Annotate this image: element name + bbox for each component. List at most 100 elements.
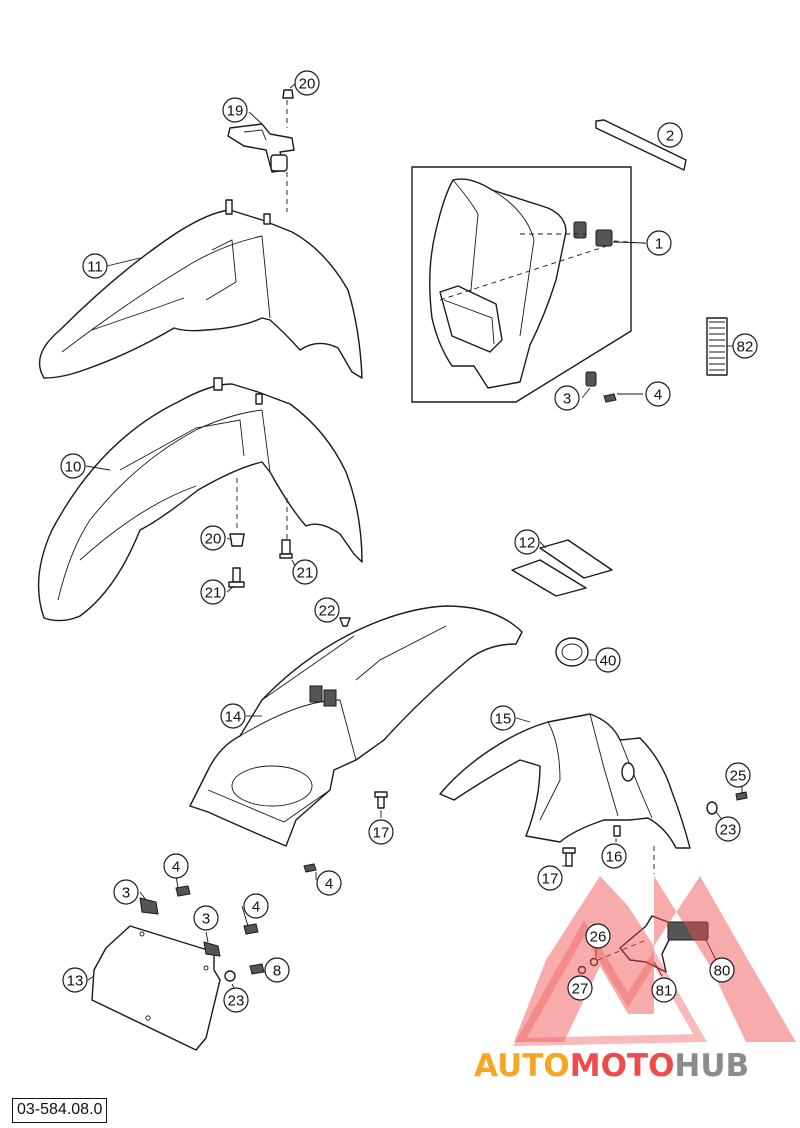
callout-label: 22 — [319, 603, 336, 620]
callout-4: 4 — [645, 381, 671, 407]
callout-17: 17 — [537, 865, 563, 891]
callout-circle — [316, 870, 342, 896]
callout-4: 4 — [243, 893, 269, 919]
callout-19: 19 — [222, 97, 248, 123]
part-15-rear-fender — [439, 713, 691, 849]
callout-label: 20 — [205, 531, 222, 548]
callout-label: 13 — [67, 973, 84, 990]
callout-8: 8 — [264, 957, 290, 983]
part-12-pads — [511, 539, 613, 597]
callout-20: 20 — [200, 525, 226, 551]
callout-label: 4 — [252, 899, 260, 916]
callout-label: 3 — [202, 911, 210, 928]
leader-lines — [85, 83, 743, 989]
callout-27: 27 — [567, 975, 593, 1001]
callout-circle — [554, 385, 580, 411]
part-40-grommet — [555, 637, 589, 667]
bolts-20-21 — [228, 533, 293, 588]
clips-and-screws-13 — [139, 885, 265, 982]
part-20-nut-top — [282, 89, 294, 99]
callout-label: 19 — [227, 103, 244, 120]
part-11-front-fender — [38, 199, 363, 379]
callout-circle — [595, 647, 621, 673]
callout-label: 82 — [737, 339, 754, 356]
callout-13: 13 — [62, 967, 88, 993]
watermark-text: AUTOMOTOHUB — [474, 1048, 749, 1084]
callout-label: 23 — [228, 993, 245, 1010]
automotohub-watermark-logo — [513, 876, 796, 1047]
callout-circle — [222, 97, 248, 123]
callout-circle — [490, 705, 516, 731]
callout-circle — [193, 905, 219, 931]
callout-82: 82 — [732, 333, 758, 359]
part-22-plug — [339, 617, 351, 627]
part-14-rear-fender — [189, 605, 523, 847]
callout-circle — [220, 703, 246, 729]
callout-label: 16 — [606, 849, 623, 866]
callout-circle — [725, 762, 751, 788]
callout-circle — [223, 987, 249, 1013]
svg-text:AUTOMOTOHUB: AUTOMOTOHUB — [474, 1048, 749, 1084]
callout-label: 1 — [655, 236, 663, 253]
callout-label: 27 — [572, 981, 589, 998]
callout-1: 1 — [646, 230, 672, 256]
callout-25: 25 — [725, 762, 751, 788]
callout-11: 11 — [82, 253, 108, 279]
callout-circle — [62, 967, 88, 993]
callout-label: 4 — [325, 876, 333, 893]
callout-circle — [294, 70, 320, 96]
callout-80: 80 — [709, 957, 735, 983]
screw-4-rear — [303, 863, 317, 873]
small-hardware-rear — [374, 791, 748, 874]
callout-label: 17 — [373, 825, 390, 842]
callout-12: 12 — [514, 529, 540, 555]
callout-20: 20 — [294, 70, 320, 96]
callout-label: 4 — [654, 387, 662, 404]
callout-circle — [163, 853, 189, 879]
callout-circle — [601, 843, 627, 869]
callout-circle — [657, 122, 683, 148]
callout-4: 4 — [163, 853, 189, 879]
callout-circle — [314, 597, 340, 623]
watermark-text-hub: HUB — [674, 1048, 749, 1084]
callout-circle — [537, 865, 563, 891]
callout-3: 3 — [113, 879, 139, 905]
callout-circle — [567, 975, 593, 1001]
callout-23: 23 — [223, 987, 249, 1013]
callout-label: 21 — [297, 565, 314, 582]
callout-circle — [585, 923, 611, 949]
watermark-text-moto: MOTO — [570, 1048, 675, 1084]
callout-17: 17 — [368, 819, 394, 845]
callout-3: 3 — [554, 385, 580, 411]
part-19-bracket — [227, 100, 295, 212]
callout-circle — [715, 816, 741, 842]
callout-label: 3 — [563, 391, 571, 408]
callout-circle — [243, 893, 269, 919]
callout-label: 14 — [225, 709, 242, 726]
callout-label: 26 — [590, 929, 607, 946]
callout-label: 25 — [730, 768, 747, 785]
callout-circle — [368, 819, 394, 845]
callout-label: 8 — [273, 963, 281, 980]
reflector-bracket — [577, 915, 709, 975]
headlight-mask-assembly — [411, 166, 657, 403]
diagram-part-number: 03-584.08.0 — [12, 1098, 108, 1123]
callout-81: 81 — [651, 977, 677, 1003]
callout-16: 16 — [601, 843, 627, 869]
callout-4: 4 — [316, 870, 342, 896]
callout-circle — [113, 879, 139, 905]
watermark-triangle-mark — [514, 876, 796, 1042]
callout-label: 40 — [600, 653, 617, 670]
callout-3: 3 — [193, 905, 219, 931]
callout-label: 15 — [495, 711, 512, 728]
callout-10: 10 — [60, 453, 86, 479]
callout-circle — [200, 579, 226, 605]
callout-circle — [292, 559, 318, 585]
callout-label: 81 — [656, 983, 673, 1000]
callout-2: 2 — [657, 122, 683, 148]
part-2-strip — [595, 119, 687, 171]
callout-circle — [645, 381, 671, 407]
clip-and-screw-upper — [585, 371, 617, 403]
